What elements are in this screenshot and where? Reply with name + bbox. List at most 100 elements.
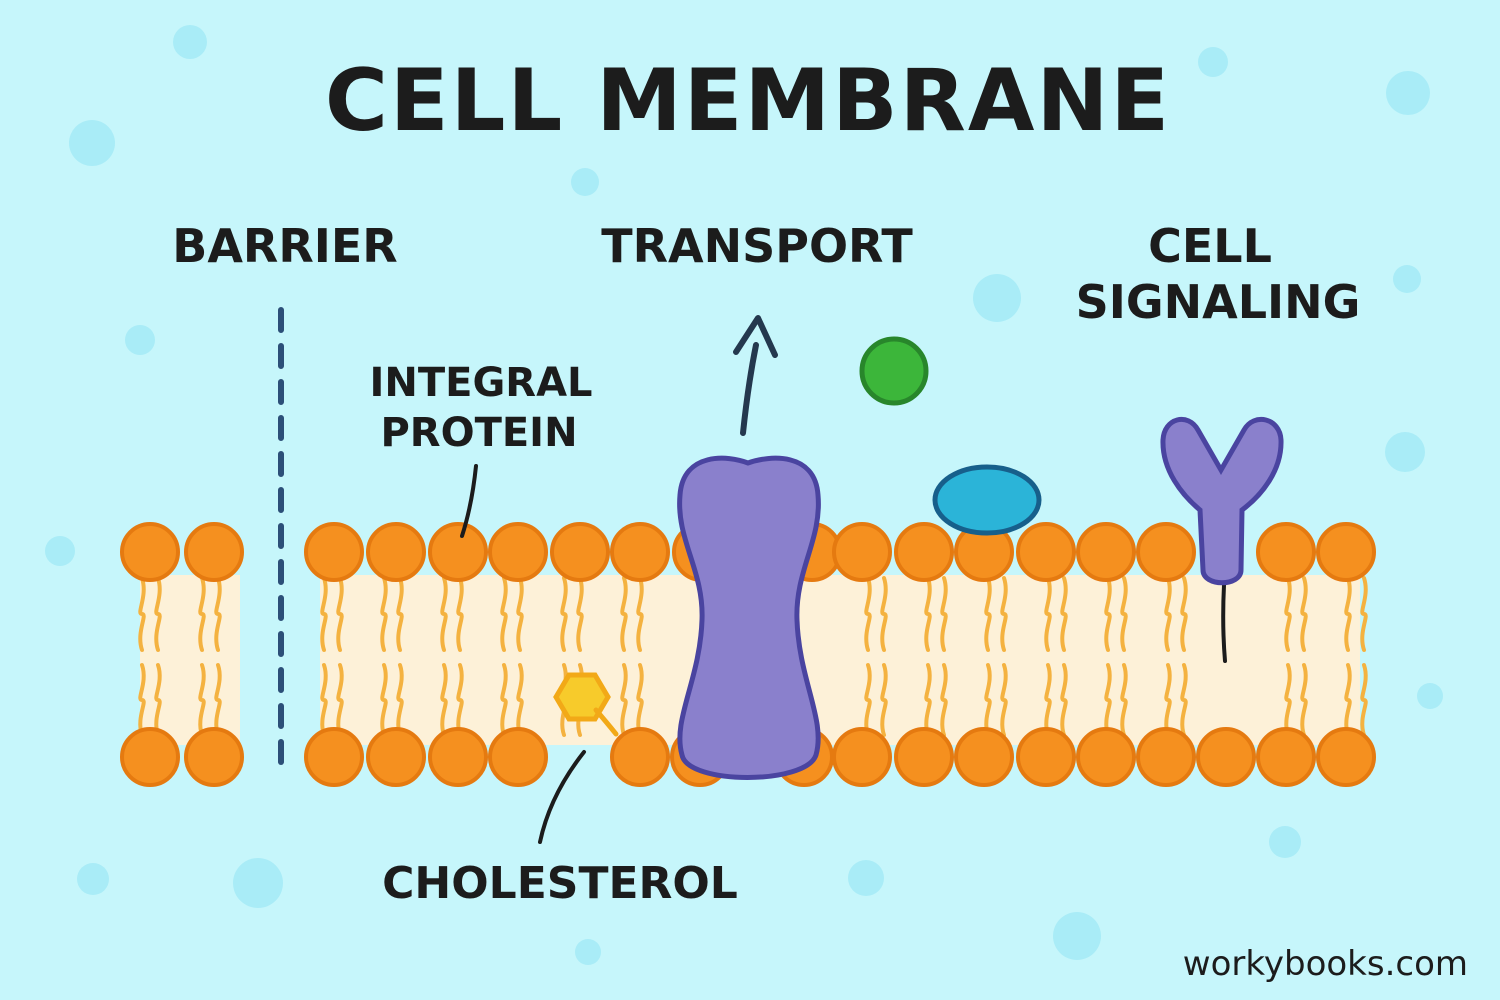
background-bubble [69,120,115,166]
lipid-tail [636,576,644,652]
transport-channel-protein [677,455,821,780]
lipid-tail [214,576,222,652]
lipid-tail [214,663,222,737]
lipid-tail [516,663,524,737]
phospholipid-head [1076,727,1136,787]
lipid-tail [1164,576,1172,652]
background-bubble [1417,683,1443,709]
section-transport-heading: TRANSPORT [601,219,913,273]
background-bubble [125,325,155,355]
phospholipid-head [184,522,244,582]
lipid-tail [1060,576,1068,652]
transport-arrow-shaft [740,342,759,436]
lipid-tail [620,576,628,652]
background-bubble [575,939,601,965]
background-bubble [973,274,1021,322]
lipid-tail [396,576,404,652]
lipid-tail [864,576,872,652]
watermark: workybooks.com [1183,944,1468,984]
lipid-tail [440,576,448,652]
phospholipid-head [894,522,954,582]
background-bubble [1198,47,1228,77]
lipid-tail [320,663,328,737]
background-bubble [1269,826,1301,858]
phospholipid-head [894,727,954,787]
section-barrier-heading: BARRIER [172,219,397,273]
green-circle-icon [859,336,929,406]
lipid-tail [1180,663,1188,737]
background-bubble [848,860,884,896]
lipid-tail [1284,663,1292,737]
lipid-tail [636,663,644,737]
lipid-tail [396,663,404,737]
y-receptor-icon [1160,417,1284,586]
background-bubble [1386,71,1430,115]
lipid-tail [1360,663,1368,737]
background-bubbles [45,25,1443,965]
lipid-tail [456,576,464,652]
lipid-tail [1104,663,1112,737]
page-title: CELL MEMBRANE [325,51,1171,151]
integral-protein-label-line1: INTEGRAL [369,360,592,406]
phospholipid-head [832,727,892,787]
lipid-tail [880,576,888,652]
background-bubble [1393,265,1421,293]
background-bubble [1053,912,1101,960]
lipid-tails [138,576,1368,737]
lipid-tail [1000,576,1008,652]
phospholipid-head [1196,727,1256,787]
integral-protein-label-line2: PROTEIN [380,410,577,456]
phospholipid-head [610,727,670,787]
lipid-tail [198,663,206,737]
background-bubble [45,536,75,566]
lipid-tail [1060,663,1068,737]
lipid-tail [864,663,872,737]
phospholipid-head [1016,522,1076,582]
lipid-tail [456,663,464,737]
background-bubble [233,858,283,908]
lipid-tail [500,576,508,652]
lipid-tail [576,576,584,652]
phospholipid-head [1316,522,1376,582]
cholesterol-tail [593,707,619,737]
lipid-tail [1164,663,1172,737]
lipid-tail [924,576,932,652]
bilayer-core-main [320,575,1360,745]
phospholipid-head [366,727,426,787]
background-bubble [1385,432,1425,472]
lipid-tail [924,663,932,737]
lipid-tail [500,663,508,737]
lipid-tail [138,663,146,737]
lipid-tail [984,576,992,652]
cholesterol-pointer [538,750,586,844]
lipid-tail [138,576,146,652]
lipid-tail [880,663,888,737]
lipid-tail [380,576,388,652]
background-bubble [77,863,109,895]
phospholipid-head [1316,727,1376,787]
phospholipid-head [550,522,610,582]
lipid-tail [560,576,568,652]
lipid-tail [336,576,344,652]
lipid-tail [1000,663,1008,737]
lipid-tail [380,663,388,737]
lipid-tail [440,663,448,737]
lipid-tail [1344,576,1352,652]
background-bubble [571,168,599,196]
lipid-tail [1120,663,1128,737]
lipid-tail [984,663,992,737]
lipid-tail [1180,576,1188,652]
section-signaling-heading-line2: SIGNALING [1076,275,1361,329]
lipid-tail [1044,576,1052,652]
phospholipid-head [428,727,488,787]
lipid-tail [320,576,328,652]
phospholipid-head [1256,727,1316,787]
lipid-tail [1104,576,1112,652]
phospholipid-head [120,522,180,582]
arrow-up-icon [733,315,778,358]
lipid-tail [1044,663,1052,737]
phospholipid-head [120,727,180,787]
lipid-tail [940,576,948,652]
